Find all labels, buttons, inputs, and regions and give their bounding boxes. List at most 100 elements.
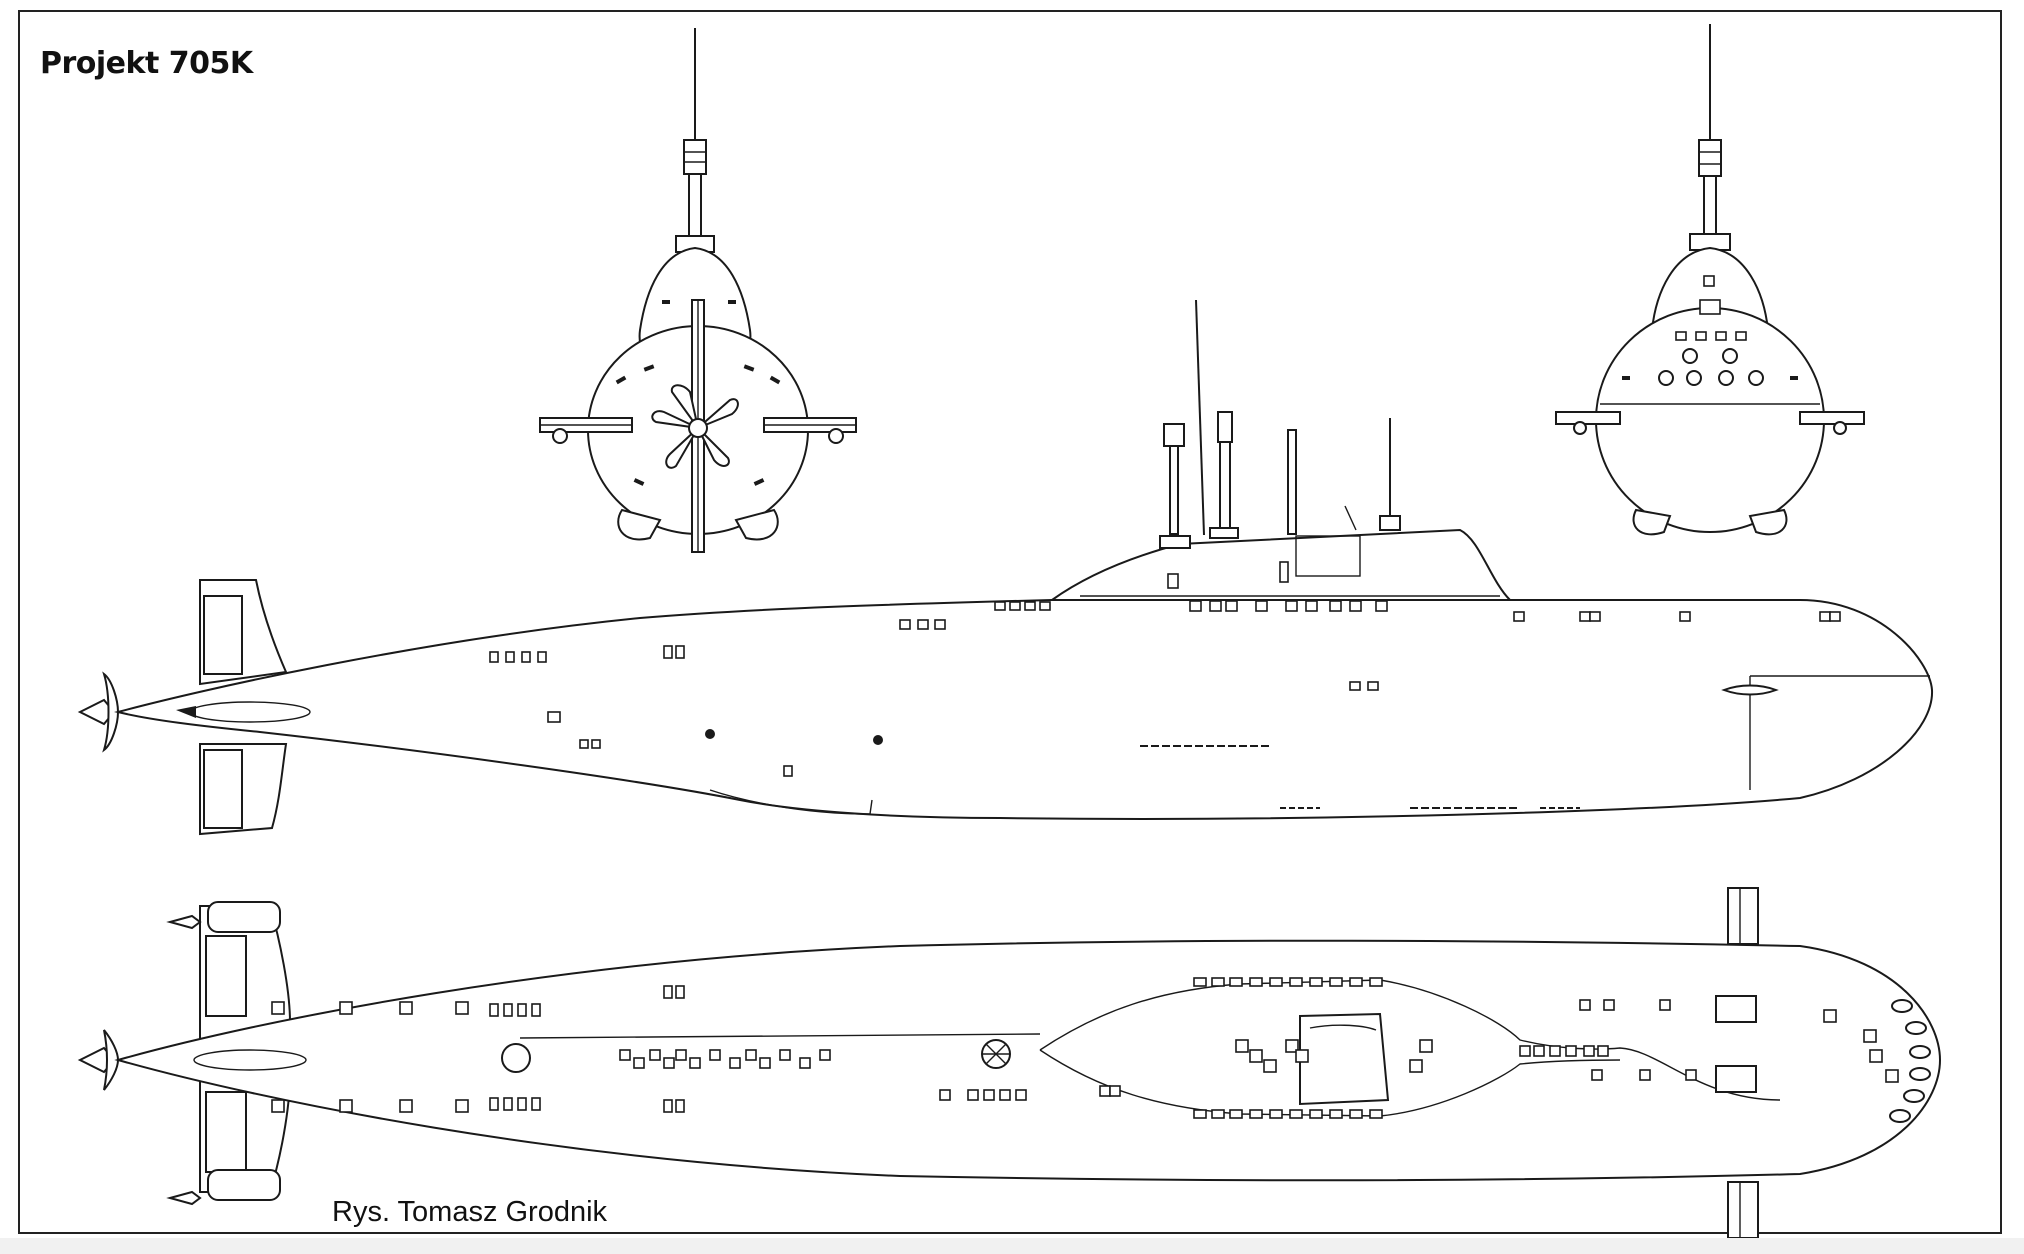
hull-detail-mark [649,1049,661,1061]
hull-detail-mark [1823,1009,1837,1023]
hull-detail-mark [399,1099,413,1113]
hull-detail-mark [1295,1049,1309,1063]
hull-detail-mark [917,619,929,630]
hull-detail-mark [531,1097,541,1111]
hull-detail-mark [1375,600,1388,612]
hull-detail-mark [1285,1039,1299,1053]
drawing-credit: Rys. Tomasz Grodnik [332,1196,608,1228]
hull-detail-mark [675,645,685,659]
hull-detail-mark [1409,1059,1423,1073]
hull-detail-mark [339,1001,353,1015]
hull-detail-mark [1329,600,1342,612]
hull-detail-mark [675,985,685,999]
hull-detail-mark [1305,600,1318,612]
hull-detail-mark [517,1097,527,1111]
hull-detail-mark [1349,681,1361,691]
hull-detail-mark [759,1057,771,1069]
hull-detail-mark [1167,573,1179,589]
hull-detail-mark [1249,977,1263,987]
hull-detail-mark [1309,1109,1323,1119]
hull-detail-mark [1249,1109,1263,1119]
hull-detail-mark [999,1089,1011,1101]
hull-detail-mark [1229,977,1243,987]
page-bottom-strip [0,1238,2024,1254]
hull-detail-mark [1685,1069,1697,1081]
hull-detail-mark [1209,600,1222,612]
hull-detail-mark [1549,1045,1561,1057]
hull-detail-mark [537,651,547,663]
hull-detail-mark [709,1049,721,1061]
hull-detail-mark [1263,1059,1277,1073]
hull-detail-mark [779,1049,791,1061]
hull-detail-mark [1235,1039,1249,1053]
hull-detail-mark [1285,600,1298,612]
hull-detail-mark [1829,611,1841,622]
hull-detail-mark [1579,611,1591,622]
hull-detail-mark [547,711,561,723]
hull-detail-mark [503,1097,513,1111]
hull-detail-mark [1249,1049,1263,1063]
hull-detail-mark [1885,1069,1899,1083]
hull-detail-mark [1109,1085,1121,1097]
hull-detail-mark [1269,977,1283,987]
drawing-frame [18,10,2002,1234]
hull-detail-mark [1369,977,1383,987]
hull-detail-mark [1603,999,1615,1011]
hull-detail-mark [729,1057,741,1069]
hull-detail-mark [1039,601,1051,611]
hull-detail-mark [899,619,911,630]
hull-detail-mark [1819,611,1831,622]
hull-detail-marks [271,561,1899,1119]
hull-detail-mark [1193,1109,1207,1119]
hull-detail-mark [455,1001,469,1015]
hull-detail-mark [489,1003,499,1017]
hull-detail-mark [783,765,793,777]
hull-detail-mark [1024,601,1036,611]
hull-detail-mark [663,645,673,659]
hull-detail-mark [579,739,589,749]
hull-detail-mark [1597,1045,1609,1057]
hull-detail-mark [689,1057,701,1069]
submarine-stern-view-icon [539,28,857,553]
submarine-top-plan-icon [77,887,1942,1239]
hull-detail-mark [1269,1109,1283,1119]
hull-detail-mark [1329,977,1343,987]
hull-detail-mark [1679,611,1691,622]
hull-detail-mark [799,1057,811,1069]
hull-detail-mark [591,739,601,749]
hull-detail-mark [1211,1109,1225,1119]
hull-detail-mark [1565,1045,1577,1057]
hull-detail-mark [675,1049,687,1061]
hull-detail-mark [339,1099,353,1113]
hull-detail-mark [983,1089,995,1101]
hull-detail-mark [1589,611,1601,622]
hull-detail-mark [1349,600,1362,612]
hull-detail-mark [745,1049,757,1061]
hull-detail-mark [663,1057,675,1069]
hull-detail-mark [1579,999,1591,1011]
hull-detail-mark [663,985,673,999]
hull-detail-mark [1099,1085,1111,1097]
hull-detail-mark [633,1057,645,1069]
hull-detail-mark [271,1001,285,1015]
hull-detail-mark [619,1049,631,1061]
hull-detail-mark [934,619,946,630]
hull-detail-mark [1009,601,1021,611]
hull-detail-mark [1349,1109,1363,1119]
hull-detail-mark [1349,977,1363,987]
hull-detail-mark [939,1089,951,1101]
hull-detail-mark [1015,1089,1027,1101]
hull-detail-mark [517,1003,527,1017]
hull-detail-mark [489,651,499,663]
hull-detail-mark [1229,1109,1243,1119]
hull-detail-mark [663,1099,673,1113]
hull-detail-mark [1519,1045,1531,1057]
submarine-side-profile-icon [77,299,1934,836]
hull-detail-mark [1591,1069,1603,1081]
hull-detail-mark [967,1089,979,1101]
hull-detail-mark [1533,1045,1545,1057]
hull-detail-mark [1279,561,1289,583]
hull-detail-mark [1639,1069,1651,1081]
